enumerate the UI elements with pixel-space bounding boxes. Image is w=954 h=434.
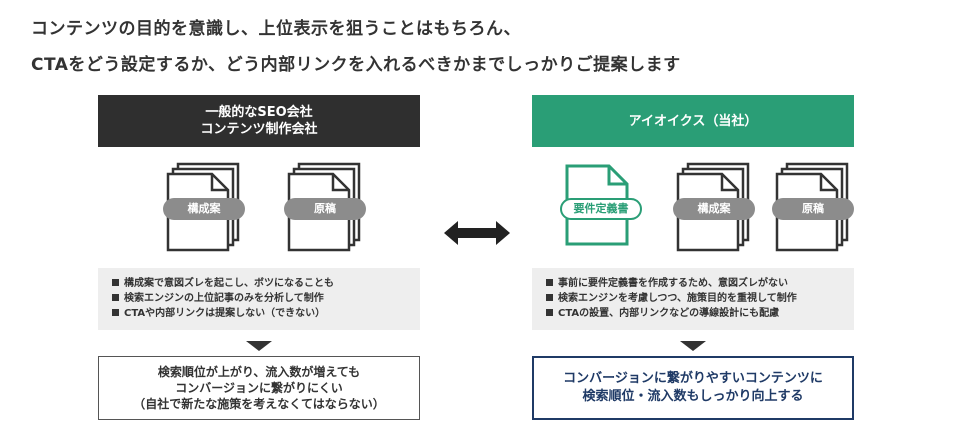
down-arrow-icon: [246, 341, 272, 351]
doc-label-draft: 原稿: [284, 198, 366, 220]
right-result-line: 検索順位・流入数もしっかり向上する: [582, 389, 804, 404]
list-item: 事前に要件定義書を作成するため、意図ズレがない: [546, 276, 854, 291]
left-result-box: 検索順位が上がり、流入数が増えても コンバージョンに繋がりにくい （自社で新たな…: [98, 356, 420, 420]
right-result-line: コンバージョンに繋がりやすいコンテンツに: [563, 371, 823, 386]
down-arrow-icon: [680, 341, 706, 351]
right-bullet-list: 事前に要件定義書を作成するため、意図ズレがない 検索エンジンを考慮しつつ、施策目…: [532, 268, 854, 330]
list-item: 検索エンジンの上位記事のみを分析して制作: [112, 291, 420, 306]
heading-line-2: CTAをどう設定するか、どう内部リンクを入れるべきかまでしっかりご提案します: [31, 55, 681, 75]
left-column-header: 一般的なSEO会社 コンテンツ制作会社: [98, 95, 420, 147]
right-doc-requirements: 要件定義書: [560, 162, 642, 252]
doc-label-outline: 構成案: [673, 198, 755, 220]
heading-line-1: コンテンツの目的を意識し、上位表示を狙うことはもちろん、: [31, 19, 521, 39]
left-doc-outline: 構成案: [163, 162, 245, 252]
list-item: 検索エンジンを考慮しつつ、施策目的を重視して制作: [546, 291, 854, 306]
right-doc-draft: 原稿: [772, 162, 854, 252]
right-result-box: コンバージョンに繋がりやすいコンテンツに 検索順位・流入数もしっかり向上する: [532, 356, 854, 420]
doc-label-draft: 原稿: [772, 198, 854, 220]
left-result-line: （自社で新たな施策を考えなくてはならない）: [133, 397, 385, 411]
left-result-line: 検索順位が上がり、流入数が増えても: [157, 365, 361, 379]
right-doc-outline: 構成案: [673, 162, 755, 252]
left-doc-draft: 原稿: [284, 162, 366, 252]
list-item: CTAの設置、内部リンクなどの導線設計にも配慮: [546, 306, 854, 321]
left-header-line-1: 一般的なSEO会社: [205, 105, 313, 120]
left-result-line: コンバージョンに繋がりにくい: [175, 381, 343, 395]
right-column-header: アイオイクス（当社）: [532, 95, 854, 147]
list-item: 構成案で意図ズレを起こし、ボツになることも: [112, 276, 420, 291]
left-bullet-list: 構成案で意図ズレを起こし、ボツになることも 検索エンジンの上位記事のみを分析して…: [98, 268, 420, 330]
doc-label-outline: 構成案: [163, 198, 245, 220]
right-header-title: アイオイクス（当社）: [628, 113, 758, 129]
left-header-line-2: コンテンツ制作会社: [200, 122, 318, 137]
doc-label-requirements: 要件定義書: [560, 198, 642, 220]
list-item: CTAや内部リンクは提案しない（できない）: [112, 306, 420, 321]
double-arrow-icon: [444, 221, 510, 245]
